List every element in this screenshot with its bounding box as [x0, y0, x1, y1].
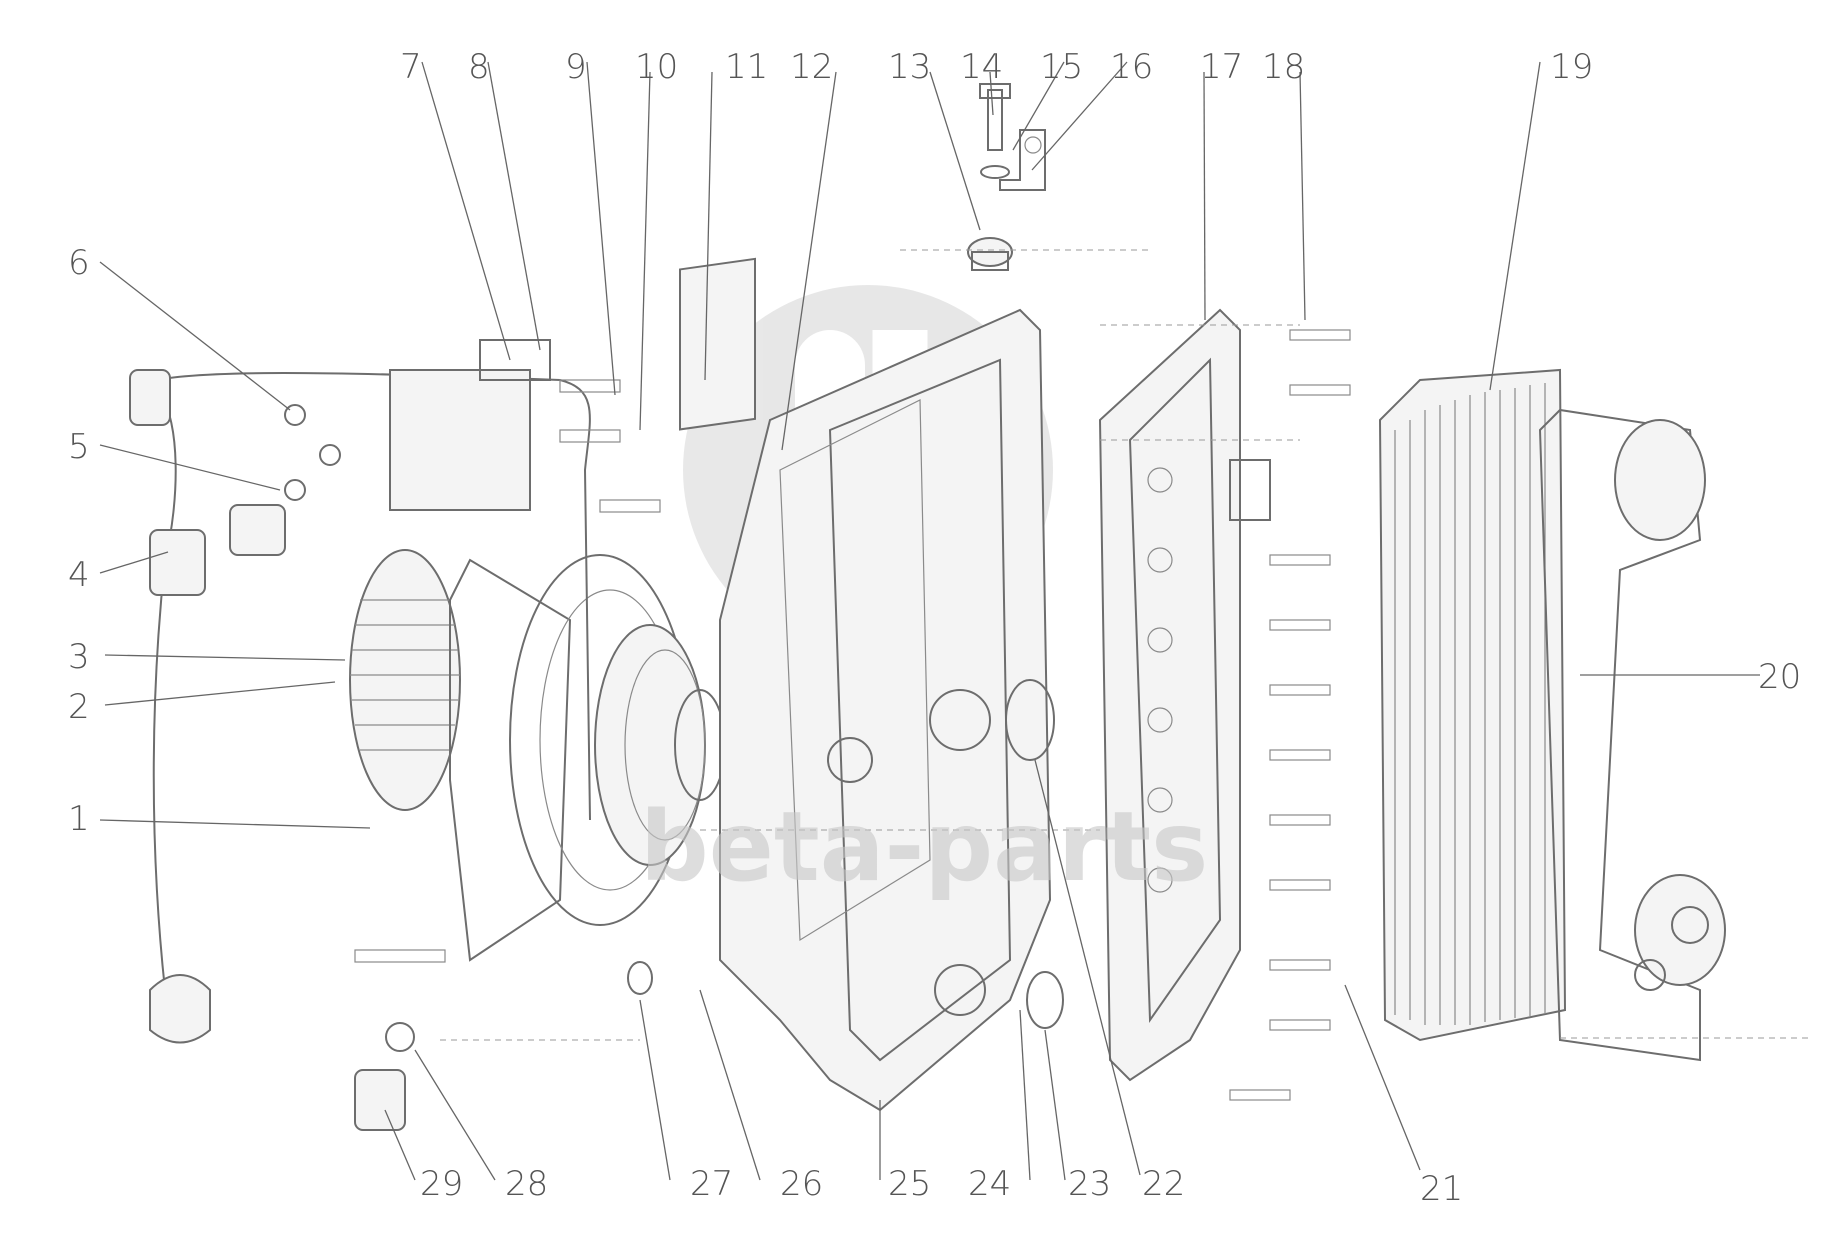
callout-26: 26 [780, 1164, 823, 1204]
part-1-pump-assembly [349, 549, 726, 962]
part-22-cover-plate [1098, 308, 1271, 1082]
callout-11: 11 [725, 47, 768, 87]
callout-27: 27 [690, 1164, 733, 1204]
callout-24: 24 [968, 1164, 1011, 1204]
callout-10: 10 [635, 47, 678, 87]
callout-15: 15 [1040, 47, 1083, 87]
callout-8: 8 [468, 47, 490, 87]
callout-21: 21 [1420, 1169, 1463, 1209]
valve-block [284, 257, 756, 513]
callout-7: 7 [400, 47, 422, 87]
callout-23: 23 [1068, 1164, 1111, 1204]
callout-29: 29 [420, 1164, 463, 1204]
callout-labels: 1 2 3 4 5 6 7 8 9 10 11 12 13 14 15 16 1… [68, 47, 1801, 1209]
callout-2: 2 [68, 687, 90, 727]
alignment-lines [440, 249, 1810, 1041]
callout-18: 18 [1262, 47, 1305, 87]
callout-1: 1 [68, 799, 90, 839]
small-parts [354, 679, 1064, 1131]
callout-3: 3 [68, 637, 90, 677]
callout-4: 4 [68, 555, 90, 595]
callout-22: 22 [1142, 1164, 1185, 1204]
callout-6: 6 [68, 243, 90, 283]
callout-9: 9 [565, 47, 587, 87]
part-20-oil-cooler [1378, 368, 1726, 1062]
part-21-bolt-set [1229, 329, 1351, 1101]
callout-16: 16 [1110, 47, 1153, 87]
callout-5: 5 [68, 427, 90, 467]
callout-14: 14 [960, 47, 1003, 87]
part-25-main-housing [719, 308, 1052, 1112]
top-fasteners [967, 83, 1046, 271]
watermark-text: beta-parts [640, 791, 1208, 903]
callout-25: 25 [888, 1164, 931, 1204]
callout-28: 28 [505, 1164, 548, 1204]
leader-lines [99, 61, 1760, 1181]
callout-13: 13 [888, 47, 931, 87]
callout-12: 12 [790, 47, 833, 87]
callout-20: 20 [1758, 657, 1801, 697]
callout-17: 17 [1200, 47, 1243, 87]
callout-19: 19 [1550, 47, 1593, 87]
wiring-harness [129, 369, 591, 1044]
